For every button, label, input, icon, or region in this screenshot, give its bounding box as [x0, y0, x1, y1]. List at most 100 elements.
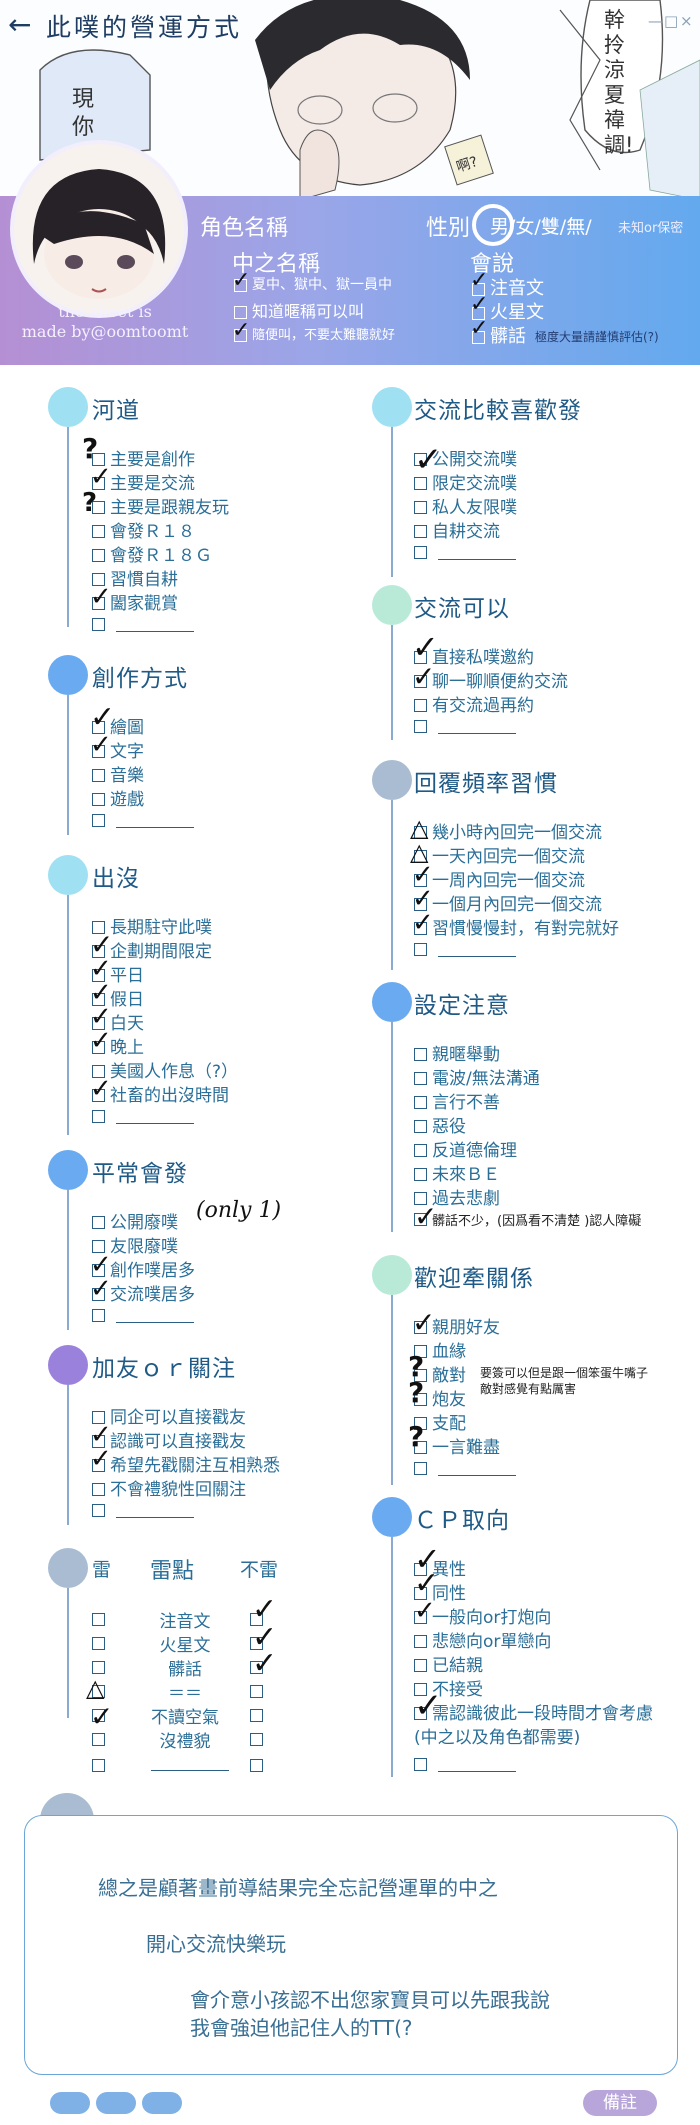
thunder-box-left[interactable]: [92, 1634, 110, 1658]
list-item[interactable]: 交流噗居多: [92, 1280, 195, 1305]
thunder-box-right[interactable]: [250, 1756, 268, 1780]
thunder-box-left[interactable]: [92, 1730, 110, 1754]
list-item[interactable]: 直接私噗邀約: [414, 643, 534, 668]
list-item[interactable]: 會發Ｒ１８: [92, 517, 195, 542]
list-item[interactable]: 血緣: [414, 1337, 466, 1362]
thunder-box-right[interactable]: [250, 1610, 268, 1634]
list-item[interactable]: 未來ＢＥ: [414, 1160, 500, 1185]
list-item[interactable]: 親暱舉動: [414, 1040, 500, 1065]
thunder-box-right[interactable]: [250, 1730, 268, 1754]
list-item-note[interactable]: 髒話不少，(因爲看不清楚 )認人障礙: [414, 1210, 641, 1234]
list-item[interactable]: 企劃期間限定: [92, 937, 212, 962]
list-item[interactable]: 長期駐守此噗: [92, 913, 212, 938]
list-item[interactable]: 習慣慢慢封，有對完就好: [414, 914, 619, 939]
thunder-box-left[interactable]: [92, 1706, 110, 1730]
list-item[interactable]: 異性: [414, 1555, 466, 1580]
list-item[interactable]: 已結親: [414, 1651, 483, 1676]
middle-option-3[interactable]: 隨便叫，不要太難聽就好: [234, 324, 395, 343]
list-item[interactable]: 親朋好友: [414, 1313, 500, 1338]
list-item-blank[interactable]: [92, 1501, 194, 1525]
section-dot-cp: [372, 1497, 412, 1537]
list-item[interactable]: 白天: [92, 1009, 144, 1034]
list-item[interactable]: 社畜的出沒時間: [92, 1081, 229, 1106]
list-item[interactable]: 音樂: [92, 761, 144, 786]
list-item[interactable]: 幾小時內回完一個交流: [414, 818, 602, 843]
list-item-blank[interactable]: [92, 615, 194, 639]
tab-button-3[interactable]: [142, 2092, 182, 2114]
close-icon[interactable]: ×: [680, 12, 693, 30]
middle-option-1[interactable]: 夏中、獄中、獄一員中: [234, 274, 392, 294]
list-item[interactable]: 聊一聊順便約交流: [414, 667, 568, 692]
thunder-box-left[interactable]: [92, 1756, 110, 1780]
thunder-box-right[interactable]: [250, 1706, 268, 1730]
list-item[interactable]: 同企可以直接戳友: [92, 1403, 246, 1428]
list-item[interactable]: 自耕交流: [414, 517, 500, 542]
thunder-box-right[interactable]: [250, 1682, 268, 1706]
list-item[interactable]: 一個月內回完一個交流: [414, 890, 602, 915]
list-item-blank[interactable]: [92, 1306, 194, 1330]
list-item[interactable]: 一言難盡: [414, 1433, 500, 1458]
tab-button-2[interactable]: [96, 2092, 136, 2114]
list-item-blank[interactable]: [92, 1107, 194, 1131]
list-item-blank[interactable]: [414, 543, 516, 567]
middle-option-2[interactable]: 知道暱稱可以叫: [234, 298, 364, 322]
list-item[interactable]: 主要是跟親友玩: [92, 493, 229, 518]
list-item[interactable]: 創作噗居多: [92, 1256, 195, 1281]
list-item[interactable]: 文字: [92, 737, 144, 762]
left-arrow-icon[interactable]: ←: [8, 8, 32, 41]
list-item-blank[interactable]: [414, 1459, 516, 1483]
list-item[interactable]: 過去悲劇: [414, 1184, 500, 1209]
list-item[interactable]: 晚上: [92, 1033, 144, 1058]
list-item[interactable]: 一般向or打炮向: [414, 1603, 551, 1628]
list-item[interactable]: 假日: [92, 985, 144, 1010]
speak-option-3[interactable]: 髒話: [472, 322, 526, 348]
list-item[interactable]: 限定交流噗: [414, 469, 517, 494]
list-item[interactable]: 會發Ｒ１８Ｇ: [92, 541, 212, 566]
list-item[interactable]: 私人友限噗: [414, 493, 517, 518]
list-item[interactable]: 炮友: [414, 1385, 466, 1410]
list-item[interactable]: 公開交流噗: [414, 445, 517, 470]
thunder-box-left[interactable]: [92, 1610, 110, 1634]
list-item[interactable]: 闔家觀賞: [92, 589, 178, 614]
list-item[interactable]: 繪圖: [92, 713, 144, 738]
list-item-blank[interactable]: [414, 1755, 516, 1779]
list-item[interactable]: 不接受: [414, 1675, 483, 1700]
thunder-box-left[interactable]: [92, 1658, 110, 1682]
thunder-box-left[interactable]: [92, 1682, 110, 1706]
tab-button-1[interactable]: [50, 2092, 90, 2114]
list-item[interactable]: 一天內回完一個交流: [414, 842, 585, 867]
list-item[interactable]: 公開廢噗: [92, 1208, 178, 1233]
list-item[interactable]: 平日: [92, 961, 144, 986]
list-item[interactable]: 有交流過再約: [414, 691, 534, 716]
thunder-blank[interactable]: [145, 1754, 229, 1778]
list-item[interactable]: 敵對: [414, 1361, 466, 1386]
list-item[interactable]: 美國人作息（?）: [92, 1057, 238, 1082]
list-item[interactable]: 電波/無法溝通: [414, 1064, 540, 1089]
remark-button[interactable]: 備註: [583, 2090, 657, 2116]
list-item[interactable]: 需認識彼此一段時間才會考慮: [414, 1699, 653, 1724]
list-item[interactable]: 遊戲: [92, 785, 144, 810]
list-item[interactable]: 反道德倫理: [414, 1136, 517, 1161]
list-item[interactable]: 認識可以直接戳友: [92, 1427, 246, 1452]
list-item[interactable]: 主要是創作: [92, 445, 195, 470]
list-item-blank[interactable]: [92, 811, 194, 835]
list-item-blank[interactable]: [414, 940, 516, 964]
list-item[interactable]: 同性: [414, 1579, 466, 1604]
list-item-blank[interactable]: [414, 717, 516, 741]
list-item[interactable]: 友限廢噗: [92, 1232, 178, 1257]
thunder-box-right[interactable]: [250, 1634, 268, 1658]
list-item[interactable]: 悲戀向or單戀向: [414, 1627, 551, 1652]
list-item[interactable]: 言行不善: [414, 1088, 500, 1113]
maximize-icon[interactable]: □: [664, 12, 679, 30]
list-item[interactable]: 主要是交流: [92, 469, 195, 494]
minimize-icon[interactable]: —: [648, 12, 663, 30]
speak-option-1[interactable]: 注音文: [472, 274, 544, 300]
list-item[interactable]: 希望先戳關注互相熟悉: [92, 1451, 280, 1476]
speak-option-2[interactable]: 火星文: [472, 298, 544, 324]
thunder-box-right[interactable]: [250, 1658, 268, 1682]
list-item[interactable]: 不會禮貌性回關注: [92, 1475, 246, 1500]
list-item[interactable]: 習慣自耕: [92, 565, 178, 590]
list-item[interactable]: 惡役: [414, 1112, 466, 1137]
list-item[interactable]: 一周內回完一個交流: [414, 866, 585, 891]
list-item[interactable]: 支配: [414, 1409, 466, 1434]
